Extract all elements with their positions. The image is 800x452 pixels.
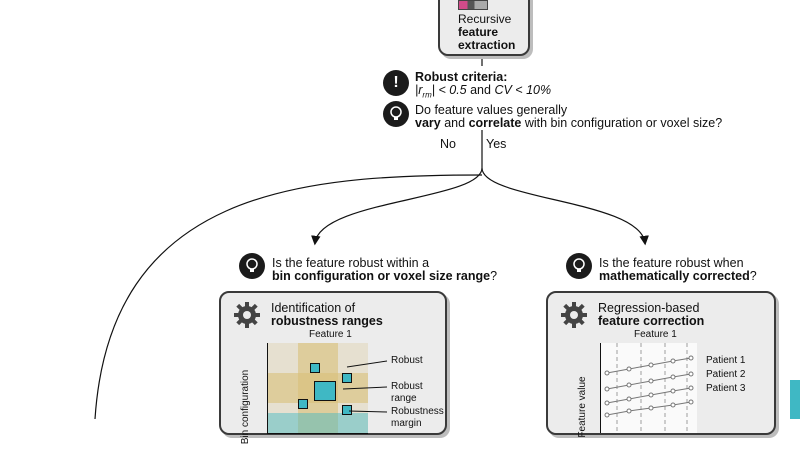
gear-icon (560, 301, 588, 329)
right-y-axis-label: Feature value (577, 376, 588, 438)
lightbulb-icon (566, 253, 592, 279)
edge-panel-fragment (790, 380, 800, 419)
right-panel-title2: feature correction (598, 314, 705, 328)
legend-range1: Robust (391, 381, 423, 392)
lightbulb-icon (239, 253, 265, 279)
question3-line1: Is the feature robust when (599, 256, 744, 270)
branch-no-label: No (440, 137, 456, 151)
question3-line2: mathematically corrected? (599, 269, 757, 283)
legend-range2: range (391, 393, 417, 404)
legend-robust: Robust (391, 355, 423, 366)
gear-icon (233, 301, 261, 329)
patient-2-label: Patient 2 (706, 369, 746, 380)
regression-plot (600, 343, 697, 433)
robustness-ranges-panel: Identification of robustness ranges Feat… (219, 291, 447, 444)
right-feature-label: Feature 1 (634, 329, 677, 340)
left-panel-title1: Identification of (271, 301, 356, 315)
box-line1: Recursive (458, 12, 512, 26)
feature-correction-panel: Regression-based feature correction Feat… (546, 291, 776, 438)
question1-line1: Do feature values generally (415, 103, 568, 117)
box-line2: feature (458, 25, 499, 39)
left-panel-title2: robustness ranges (271, 314, 383, 328)
robust-criteria-formula: |rrm| < 0.5 and CV < 10% (415, 83, 552, 100)
question1-line2: vary and correlate with bin configuratio… (415, 116, 723, 130)
legend-pointers (342, 360, 388, 413)
left-feature-label: Feature 1 (309, 329, 352, 340)
lightbulb-icon (383, 101, 409, 127)
recursive-extraction-box: Recursive feature extraction (438, 0, 530, 56)
exclamation-icon: ! (383, 70, 409, 96)
patient-3-label: Patient 3 (706, 383, 746, 394)
question2-line1: Is the feature robust within a (272, 256, 430, 270)
mri-slices-icon (458, 0, 488, 10)
legend-margin1: Robustness (391, 406, 444, 417)
right-panel-title1: Regression-based (598, 301, 700, 315)
patient-1-label: Patient 1 (706, 355, 746, 366)
robust-criteria-title: Robust criteria: (415, 70, 508, 84)
box-line3: extraction (458, 38, 516, 52)
branch-yes-label: Yes (486, 137, 507, 151)
question2-line2: bin configuration or voxel size range? (272, 269, 498, 283)
flow-connectors (94, 55, 649, 419)
